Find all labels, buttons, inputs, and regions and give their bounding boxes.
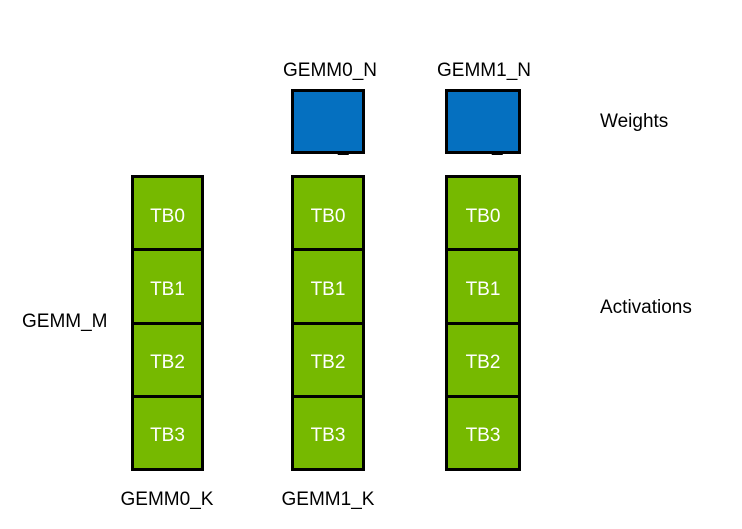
activation-cell: TB2 bbox=[134, 325, 201, 398]
gemm1-weight-tile bbox=[445, 89, 521, 154]
gemm-m-label: GEMM_M bbox=[22, 311, 108, 332]
gemm1-n-label-line1: GEMM1_N bbox=[437, 60, 531, 81]
activation-cell-label: TB2 bbox=[310, 352, 346, 374]
activation-cell: TB1 bbox=[448, 251, 518, 325]
activation-cell-label: TB1 bbox=[310, 278, 346, 300]
weights-row-label: Weights bbox=[600, 111, 669, 132]
gemm0-weight-tile bbox=[291, 89, 365, 154]
activation-cell-label: TB1 bbox=[150, 278, 185, 300]
gemm0-n-label-line1: GEMM0_N bbox=[283, 60, 377, 81]
activations-row-label: Activations bbox=[600, 297, 692, 318]
gemm0-k-label: GEMM0_K bbox=[120, 489, 214, 510]
activation-cell: TB3 bbox=[134, 398, 201, 468]
activation-cell: TB0 bbox=[448, 178, 518, 252]
activation-cell: TB2 bbox=[294, 325, 362, 398]
activation-cell-label: TB3 bbox=[465, 425, 501, 447]
activation-cell-label: TB2 bbox=[150, 352, 185, 374]
gemm1-k-label: GEMM1_K bbox=[281, 489, 375, 510]
activation-cell-label: TB0 bbox=[150, 205, 185, 227]
activation-cell: TB1 bbox=[134, 251, 201, 325]
activation-cell: TB1 bbox=[294, 251, 362, 325]
activation-cell-label: TB1 bbox=[465, 278, 501, 300]
activation-column-0: TB0 TB1 TB2 TB3 bbox=[131, 175, 204, 471]
activation-cell: TB3 bbox=[294, 398, 362, 468]
activation-cell-label: TB2 bbox=[465, 352, 501, 374]
activation-cell: TB0 bbox=[294, 178, 362, 252]
activation-cell-label: TB0 bbox=[465, 205, 501, 227]
activation-cell: TB0 bbox=[134, 178, 201, 252]
activation-cell-label: TB3 bbox=[150, 425, 185, 447]
activation-column-2: TB0 TB1 TB2 TB3 bbox=[445, 175, 521, 471]
activation-cell-label: TB0 bbox=[310, 205, 346, 227]
activation-cell-label: TB3 bbox=[310, 425, 346, 447]
activation-cell: TB3 bbox=[448, 398, 518, 468]
activation-cell: TB2 bbox=[448, 325, 518, 398]
activation-column-1: TB0 TB1 TB2 TB3 bbox=[291, 175, 365, 471]
